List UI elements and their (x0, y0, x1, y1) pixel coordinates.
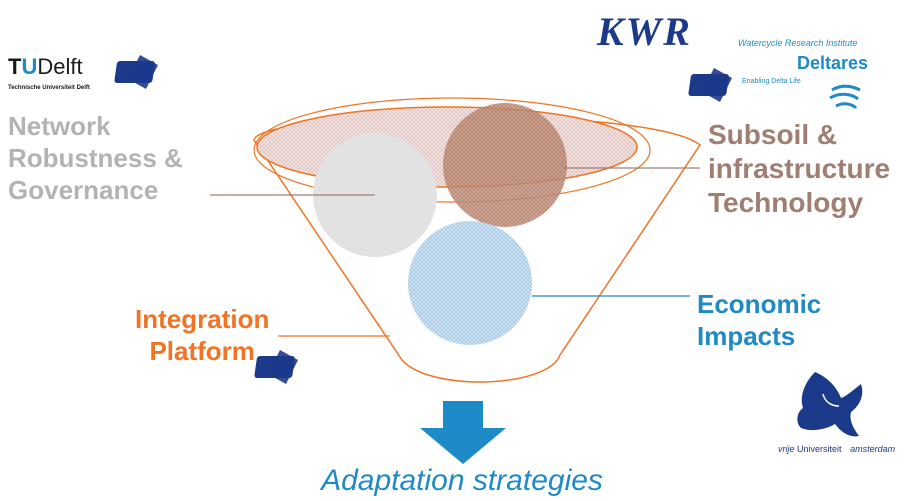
tudelft-subtitle: Technische Universiteit Delft (8, 85, 90, 91)
blue-circle (408, 221, 532, 345)
integration-label: Integration Platform (135, 303, 269, 367)
kwr-logo: KWR (597, 9, 692, 54)
subsoil-label-line2: infrastructure (708, 153, 891, 184)
economic-label: Economic Impacts (697, 288, 821, 352)
economic-label-line2: Impacts (697, 321, 796, 351)
vu-griffin-icon (797, 372, 863, 437)
subsoil-label: Subsoil & infrastructure Technology (708, 118, 890, 220)
subsoil-label-line3: Technology (708, 187, 864, 218)
deltares-tagline: Enabling Delta Life (742, 78, 801, 85)
vu-name-italic: vrije (778, 444, 795, 454)
funnel-rim-ellipse (253, 97, 651, 203)
subsoil-label-line1: Subsoil & (708, 119, 838, 150)
tudelft-logo-delft: Delft (37, 54, 83, 79)
vu-name-rest: Universiteit (797, 444, 842, 454)
integration-label-line2: Platform (149, 336, 255, 366)
network-label-line1: Network (8, 111, 111, 141)
tudelft-logo-u: U (21, 54, 38, 79)
tno-logo-bottom (254, 350, 298, 384)
kwr-subtitle: Watercycle Research Institute (738, 38, 858, 48)
tudelft-logo: TUDelft Technische Universiteit Delft (8, 54, 90, 92)
down-arrow (420, 401, 506, 464)
output-label: Adaptation strategies (321, 464, 603, 497)
deltares-wave-icon (829, 84, 861, 110)
network-label-line3: Governance (8, 175, 159, 205)
economic-label-line1: Economic (697, 289, 822, 319)
tno-logo-topleft (114, 55, 158, 89)
integration-label-line1: Integration (135, 304, 270, 334)
network-label-line2: Robustness & (8, 143, 183, 173)
tudelft-logo-t: T (8, 54, 22, 79)
tno-logo-right (688, 68, 732, 102)
network-label: Network Robustness & Governance (8, 110, 183, 206)
deltares-logo: Deltares (797, 53, 869, 73)
vu-logo-text: vrije Universiteit amsterdam (778, 444, 895, 454)
vu-city: amsterdam (850, 444, 896, 454)
brown-circle (443, 103, 567, 227)
